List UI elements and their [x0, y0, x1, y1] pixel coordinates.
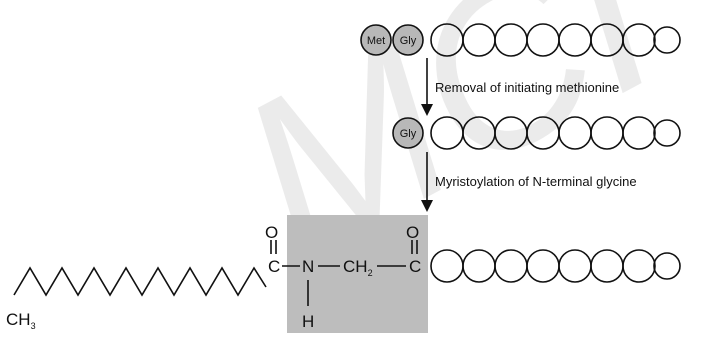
- amide-nitrogen: N: [302, 257, 314, 276]
- residue-circle: [622, 116, 656, 150]
- step-2-label: Myristoylation of N-terminal glycine: [435, 174, 637, 189]
- residue-circle: [462, 249, 496, 283]
- residue-circle: [430, 249, 464, 283]
- peptide-row-2: Gly: [392, 116, 681, 150]
- gly-label: Gly: [400, 35, 417, 47]
- residue-circle: [653, 26, 681, 54]
- carbonyl-oxygen: O: [265, 223, 278, 242]
- residue-circle: [494, 249, 528, 283]
- gly-residue: [392, 24, 424, 56]
- step-1-arrow: [421, 58, 433, 116]
- met-label: Met: [367, 35, 385, 47]
- gly-residue: [392, 117, 424, 149]
- residue-circle: [526, 249, 560, 283]
- residue-circle: [622, 23, 656, 57]
- residue-circle: [653, 252, 681, 280]
- myristoyl-chain: [13, 266, 267, 297]
- amide-hydrogen: H: [302, 312, 314, 331]
- step-1-label: Removal of initiating methionine: [435, 80, 619, 95]
- residue-circle: [622, 249, 656, 283]
- ch2-group: CH2: [343, 257, 373, 278]
- met-residue: [360, 24, 392, 56]
- residue-circle: [590, 249, 624, 283]
- glycine-carbonyl-carbon: C: [409, 257, 421, 276]
- ch3-group: CH3: [6, 310, 36, 331]
- step-2-arrow: [421, 152, 433, 212]
- residue-circle: [653, 119, 681, 147]
- peptide-row-3: [430, 249, 681, 283]
- glycine-carbonyl-oxygen: O: [406, 223, 419, 242]
- carbonyl-carbon: C: [268, 257, 280, 276]
- peptide-row-1: Met Gly: [360, 23, 681, 57]
- residue-circle: [558, 249, 592, 283]
- glycine-highlight-box: [287, 215, 428, 333]
- gly-label: Gly: [400, 128, 417, 140]
